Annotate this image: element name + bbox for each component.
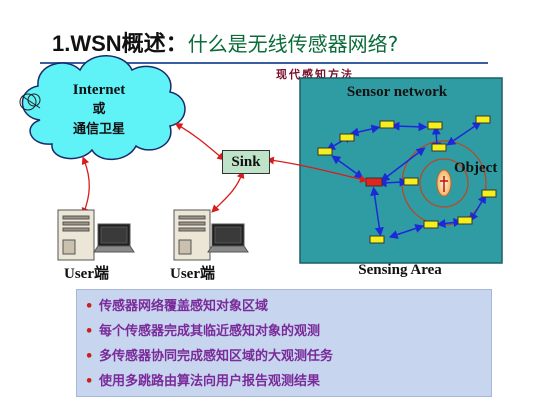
object-label: Object xyxy=(454,160,498,176)
user-label-2: User端 xyxy=(170,266,215,282)
bullet-text: 使用多跳路由算法向用户报告观测结果 xyxy=(99,374,321,389)
title-question: 什么是无线传感器网络? xyxy=(187,32,399,56)
cloud-label-satellite: 通信卫星 xyxy=(72,122,125,137)
bullet-dot-icon: • xyxy=(85,324,94,339)
sensor-node xyxy=(369,235,385,244)
title-underline xyxy=(40,62,488,64)
bullet-dot-icon: • xyxy=(85,349,94,364)
sensing-area-label: Sensing Area xyxy=(358,262,442,278)
slide-title: 1.WSN概述：什么是无线传感器网络? xyxy=(52,26,398,58)
sensing-range-inner xyxy=(419,158,469,208)
cloud-label-or: 或 xyxy=(92,102,106,117)
bullet-dot-icon: • xyxy=(85,374,94,389)
sensor-node xyxy=(317,147,333,156)
sensor-node xyxy=(423,220,439,229)
sensor-node xyxy=(427,121,443,130)
gateway-node xyxy=(365,177,383,187)
title-prefix: 1.WSN概述： xyxy=(52,31,188,56)
sink-node: Sink xyxy=(222,150,270,174)
bullet-text: 每个传感器完成其临近感知对象的观测 xyxy=(99,324,321,339)
user-terminal-1 xyxy=(57,209,135,261)
sensor-nodes xyxy=(317,115,497,244)
sensor-node xyxy=(431,143,447,152)
internet-cloud xyxy=(21,55,186,160)
sensor-node xyxy=(481,189,497,198)
bullet-text: 多传感器协同完成感知区域的大观测任务 xyxy=(99,349,334,364)
sensor-node xyxy=(379,120,395,129)
bullet-item: • 多传感器协同完成感知区域的大观测任务 xyxy=(85,344,485,369)
sensor-node xyxy=(403,177,419,186)
sensor-node xyxy=(339,133,355,142)
satellite-icon xyxy=(19,93,41,111)
sensor-node xyxy=(457,216,473,225)
sensor-node xyxy=(475,115,491,124)
user-terminal-2 xyxy=(173,209,249,261)
user-label-1: User端 xyxy=(64,266,109,282)
bullet-dot-icon: • xyxy=(85,299,94,314)
bullet-panel: • 传感器网络覆盖感知对象区域 • 每个传感器完成其临近感知对象的观测 • 多传感器协… xyxy=(76,289,492,397)
bullet-text: 传感器网络覆盖感知对象区域 xyxy=(99,299,269,314)
bullet-item: • 每个传感器完成其临近感知对象的观测 xyxy=(85,319,485,344)
bullet-item: • 传感器网络覆盖感知对象区域 xyxy=(85,294,485,319)
uplink-arrows xyxy=(81,123,368,216)
bullet-item: • 使用多跳路由算法向用户报告观测结果 xyxy=(85,369,485,394)
cloud-label: Internet 或 通信卫星 xyxy=(40,80,158,140)
sensor-network-title: Sensor network xyxy=(346,84,448,100)
cloud-label-internet: Internet xyxy=(72,82,126,98)
